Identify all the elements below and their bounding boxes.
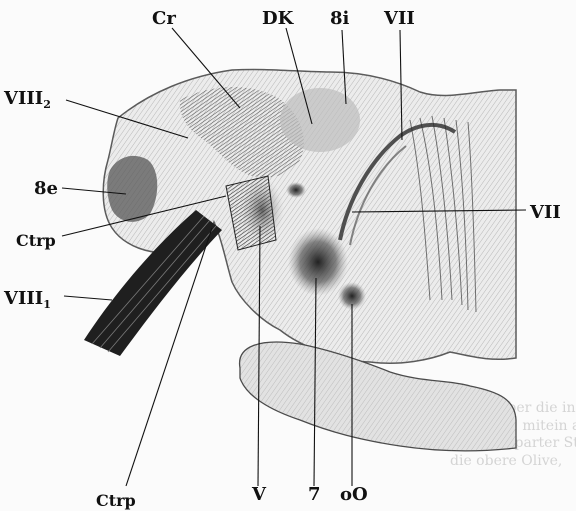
label-v: V [251,484,267,505]
label-8e: 8e [34,178,58,199]
vestibular-nucleus-region [107,156,157,222]
label-viii2: VIII2 [3,88,51,111]
label-vii-right: VII [529,202,561,223]
label-oo: oO [340,484,368,505]
label-vii-top: VII [383,8,415,29]
label-8i: 8i [330,8,350,29]
facial-nucleus [288,228,348,296]
nucleus-region [280,88,360,152]
label-viii1: VIII1 [3,288,51,311]
label-7: 7 [308,484,321,505]
label-dk: DK [262,8,295,29]
background-text-line: die obere Olive, [450,453,562,469]
small-nucleus [286,182,306,198]
label-ctrp-bottom: Ctrp [96,491,136,510]
label-cr: Cr [152,8,176,29]
label-ctrp-left: Ctrp [16,231,56,250]
